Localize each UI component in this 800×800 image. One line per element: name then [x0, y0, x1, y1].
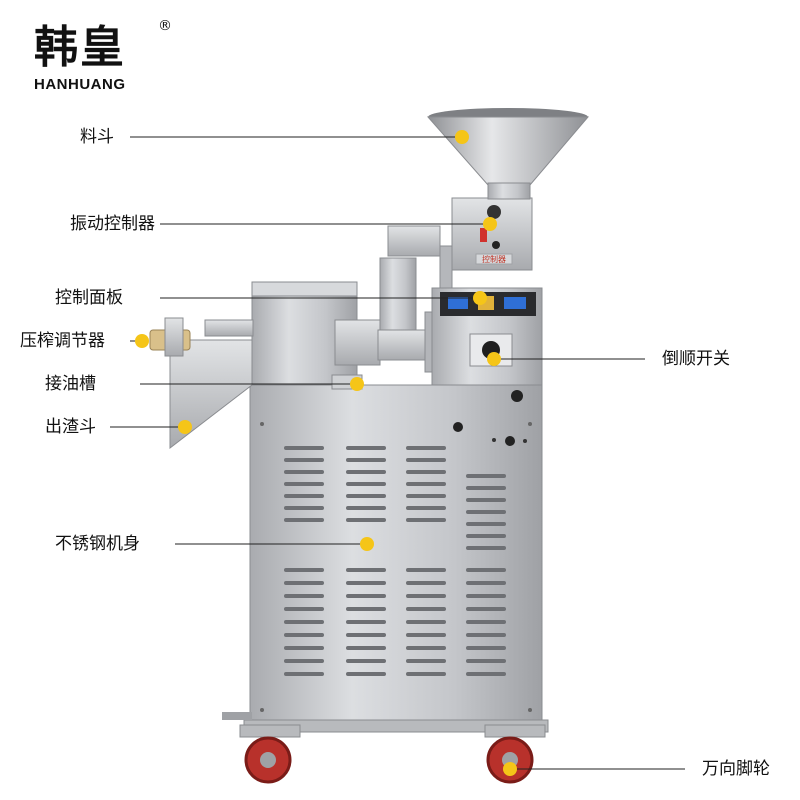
vent-slot	[346, 446, 386, 450]
vent-slot	[284, 607, 324, 611]
vent-slot	[346, 568, 386, 572]
registered-mark: ®	[158, 18, 172, 34]
vent-slot	[406, 633, 446, 637]
vent-slot	[406, 518, 446, 522]
vent-slot	[406, 607, 446, 611]
dot-oil-tray	[350, 377, 364, 391]
vent-slot	[284, 581, 324, 585]
vent-slot	[346, 633, 386, 637]
control-panel-box	[431, 287, 543, 386]
press-adjuster	[149, 317, 254, 357]
label-vibration-controller: 振动控制器	[70, 214, 155, 234]
vent-slot	[466, 474, 506, 478]
vent-slot	[284, 594, 324, 598]
brand-name-en: HANHUANG	[34, 76, 126, 93]
vent-slot	[284, 659, 324, 663]
vent-slot	[466, 659, 506, 663]
vent-slot	[346, 470, 386, 474]
vent-slot	[284, 470, 324, 474]
stainless-body	[243, 384, 549, 733]
vent-slot	[466, 510, 506, 514]
residue-chute	[169, 339, 253, 450]
vent-slot	[346, 672, 386, 676]
label-body: 不锈钢机身	[55, 534, 140, 554]
vent-slot	[406, 594, 446, 598]
vent-slot	[346, 659, 386, 663]
vent-slot	[284, 518, 324, 522]
vent-slot	[406, 458, 446, 462]
dot-hopper	[455, 130, 469, 144]
label-control-panel: 控制面板	[55, 288, 123, 308]
vent-slot	[346, 607, 386, 611]
vent-slot	[406, 506, 446, 510]
vent-slot	[346, 494, 386, 498]
press-barrel	[331, 257, 436, 390]
label-reverse-switch: 倒顺开关	[662, 349, 730, 369]
label-hopper: 料斗	[80, 127, 114, 147]
label-press-adjuster: 压榨调节器	[20, 331, 105, 351]
vent-slot	[346, 581, 386, 585]
callout-lines	[110, 136, 685, 770]
dot-residue-chute	[178, 420, 192, 434]
vent-slot	[346, 646, 386, 650]
hopper	[426, 108, 590, 200]
vent-slot	[466, 498, 506, 502]
vent-slot	[406, 659, 446, 663]
dot-press-adjuster	[135, 334, 149, 348]
brand-name-cn: 韩皇	[34, 22, 126, 73]
vent-slot	[284, 446, 324, 450]
vent-slot	[406, 646, 446, 650]
vent-slot	[284, 672, 324, 676]
dot-vibration-controller	[483, 217, 497, 231]
vent-slot	[406, 568, 446, 572]
casters	[222, 712, 546, 784]
vent-slot	[406, 482, 446, 486]
vent-slot	[466, 486, 506, 490]
vent-slot	[284, 494, 324, 498]
brand-logo: 韩皇 ® HANHUANG	[34, 18, 172, 93]
label-casters: 万向脚轮	[702, 759, 770, 779]
vent-slot	[406, 470, 446, 474]
vent-slot	[466, 672, 506, 676]
vent-slot	[346, 594, 386, 598]
dot-reverse-switch	[487, 352, 501, 366]
vent-slot	[466, 646, 506, 650]
vent-slot	[466, 594, 506, 598]
label-residue-chute: 出渣斗	[45, 417, 96, 437]
vent-slot	[466, 522, 506, 526]
controller-plate-label: 控制器	[482, 254, 506, 264]
vent-slot	[466, 633, 506, 637]
vent-slot	[284, 458, 324, 462]
vent-slot	[466, 534, 506, 538]
vent-slot	[406, 620, 446, 624]
vent-slot	[284, 506, 324, 510]
vent-slot	[346, 482, 386, 486]
vent-slot	[406, 581, 446, 585]
dot-body	[360, 537, 374, 551]
vent-slot	[466, 546, 506, 550]
label-oil-tray: 接油槽	[45, 374, 96, 394]
vent-slot	[466, 620, 506, 624]
vent-slot	[466, 581, 506, 585]
vent-slot	[284, 482, 324, 486]
vent-slot	[284, 646, 324, 650]
vent-slot	[346, 518, 386, 522]
vent-slot	[346, 620, 386, 624]
callout-dots	[135, 130, 517, 776]
vent-slot	[284, 620, 324, 624]
dot-casters	[503, 762, 517, 776]
upper-frame	[387, 225, 453, 291]
vibration-controller-box: 控制器	[451, 197, 533, 271]
vent-slot	[466, 568, 506, 572]
dot-control-panel	[473, 291, 487, 305]
vent-slot	[284, 633, 324, 637]
vent-slot	[466, 607, 506, 611]
vent-slot	[284, 568, 324, 572]
vent-slot	[406, 672, 446, 676]
vent-slot	[346, 506, 386, 510]
vent-slot	[406, 446, 446, 450]
vent-slot	[406, 494, 446, 498]
vent-slot	[346, 458, 386, 462]
